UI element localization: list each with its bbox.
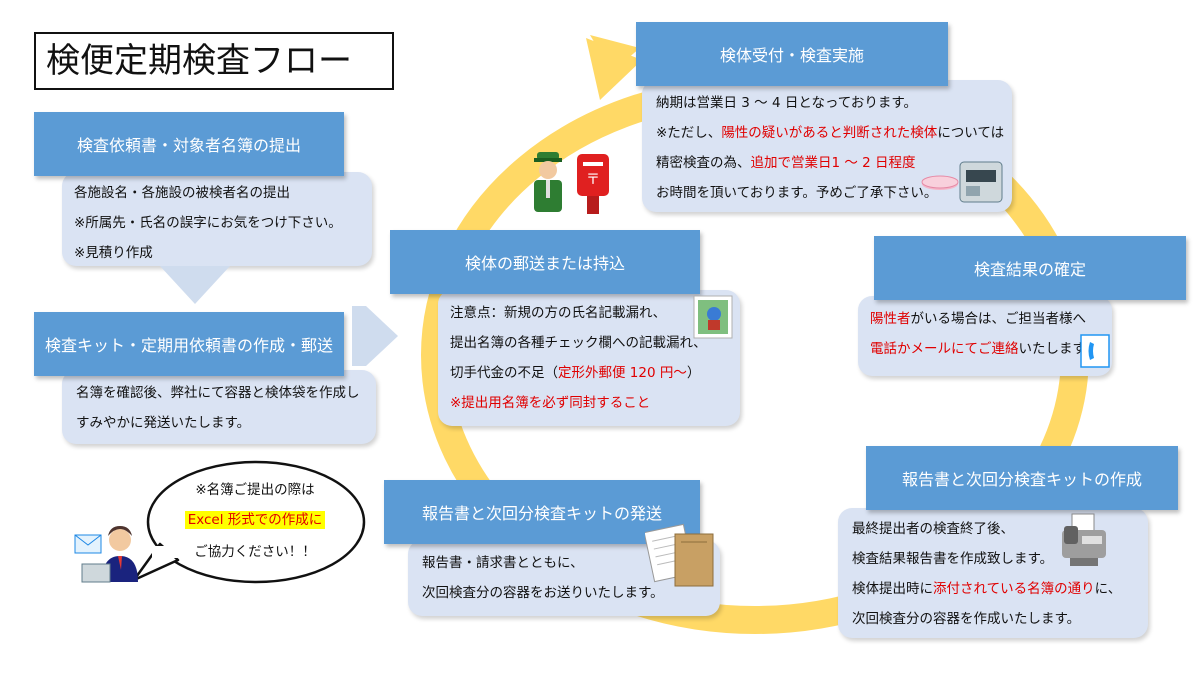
- page-title: 検便定期検査フロー: [34, 32, 394, 90]
- down-arrow-icon: [160, 266, 230, 304]
- step6-header: 報告書と次回分検査キットの作成: [866, 446, 1178, 510]
- step1-line3: ※見積り作成: [74, 245, 153, 261]
- cycle-arrow-head: [586, 38, 642, 100]
- step5-line1: 陽性者がいる場合は、ご担当者様へ: [870, 311, 1086, 327]
- step3-line1: 注意点：新規の方の氏名記載漏れ、: [450, 305, 667, 321]
- right-arrow-icon: [352, 306, 398, 366]
- svg-text:〒: 〒: [586, 172, 600, 188]
- step7-line2: 次回検査分の容器をお送りいたします。: [422, 585, 664, 601]
- step4-header: 検体受付・検査実施: [636, 22, 948, 86]
- telephone-icon: [1080, 334, 1110, 368]
- step6-line3: 検体提出時に添付されている名簿の通りに、: [852, 581, 1122, 597]
- step4-line2: ※ただし、陽性の疑いがあると判断された検体については: [656, 125, 1005, 141]
- note-line1: ※名簿ご提出の際は: [195, 482, 315, 498]
- step2-body: 名簿を確認後、弊社にて容器と検体袋を作成し すみやかに発送いたします。: [62, 370, 376, 444]
- step3-line3: 切手代金の不足（定形外郵便 120 円～）: [450, 365, 701, 381]
- step3-header: 検体の郵送または持込: [390, 230, 700, 294]
- step1-body: 各施設名・各施設の被検者名の提出 ※所属先・氏名の誤字にお気をつけ下さい。 ※見…: [62, 172, 372, 266]
- envelope-documents-icon: [645, 523, 714, 587]
- step5-body: 陽性者がいる場合は、ご担当者様へ 電話かメールにてご連絡いたします。: [858, 296, 1112, 376]
- step1-line1: 各施設名・各施設の被検者名の提出: [74, 185, 290, 201]
- step4-line4: お時間を頂いております。予めご了承下さい。: [656, 185, 938, 201]
- step6-line2: 検査結果報告書を作成致します。: [852, 551, 1054, 567]
- step1-header: 検査依頼書・対象者名簿の提出: [34, 112, 344, 176]
- step7-line1: 報告書・請求書とともに、: [422, 555, 584, 571]
- step6-body: 最終提出者の検査終了後、 検査結果報告書を作成致します。 検体提出時に添付されて…: [838, 508, 1148, 638]
- step6-line4: 次回検査分の容器を作成いたします。: [852, 611, 1081, 627]
- note-line3: ご協力ください！！: [194, 544, 316, 560]
- mailbox-icon: 〒: [577, 154, 609, 214]
- step4-line3: 精密検査の為、追加で営業日1 ～ 2 日程度: [656, 155, 916, 171]
- note-line2: Excel 形式での作成に: [160, 508, 350, 529]
- step3-body: 注意点：新規の方の氏名記載漏れ、 提出名簿の各種チェック欄への記載漏れ、 切手代…: [438, 290, 740, 426]
- postman-icon: [534, 152, 562, 212]
- step4-line1: 納期は営業日 3 ～ 4 日となっております。: [656, 95, 918, 111]
- step3-line4: ※提出用名簿を必ず同封すること: [450, 395, 651, 411]
- step1-line2: ※所属先・氏名の誤字にお気をつけ下さい。: [74, 215, 342, 231]
- fax-machine-icon: [1062, 513, 1106, 566]
- step2-line1: 名簿を確認後、弊社にて容器と検体袋を作成し: [76, 385, 360, 401]
- office-worker-icon: [81, 526, 138, 583]
- step2-header: 検査キット・定期用依頼書の作成・郵送: [34, 312, 344, 376]
- step6-line1: 最終提出者の検査終了後、: [852, 521, 1014, 537]
- mail-icon: [74, 534, 102, 554]
- step3-line2: 提出名簿の各種チェック欄への記載漏れ、: [450, 335, 707, 351]
- step4-body: 納期は営業日 3 ～ 4 日となっております。 ※ただし、陽性の疑いがあると判断…: [642, 80, 1012, 212]
- stamp-icon: [693, 295, 733, 339]
- step5-header: 検査結果の確定: [874, 236, 1186, 300]
- lab-analyzer-icon: [921, 161, 1003, 203]
- step2-line2: すみやかに発送いたします。: [76, 415, 251, 431]
- step5-line2: 電話かメールにてご連絡いたします。: [870, 341, 1099, 357]
